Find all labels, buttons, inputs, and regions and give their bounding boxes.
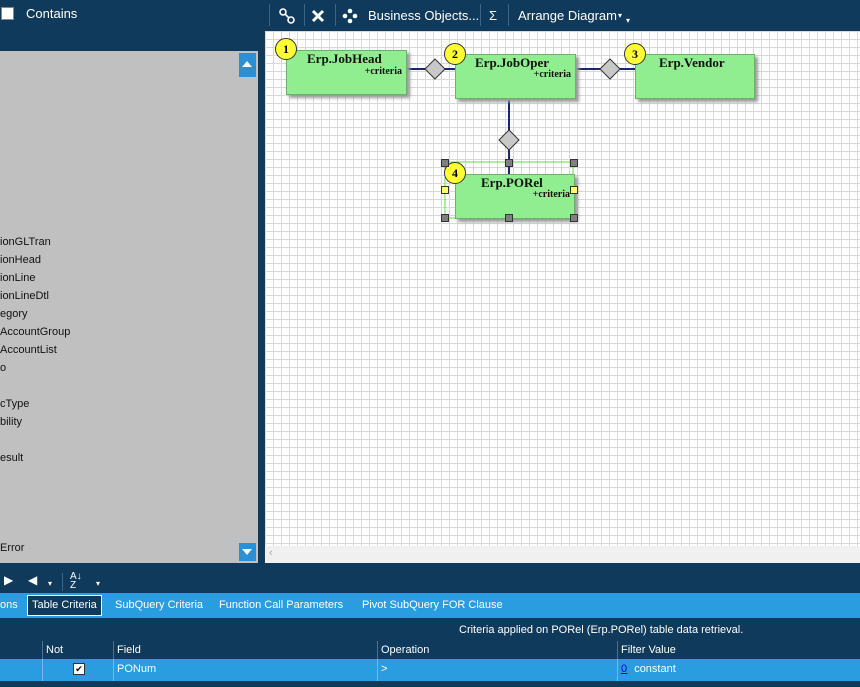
arrange-diagram-button[interactable]: Arrange Diagram ▾ ▾ [518, 0, 630, 31]
chevron-down-icon[interactable]: ▾ [48, 579, 53, 588]
sigma-button[interactable]: Σ [489, 0, 497, 31]
toolbar-separator [62, 573, 63, 591]
node-number-badge: 4 [444, 162, 466, 184]
next-arrow-icon[interactable]: ▶ [4, 573, 14, 587]
table-list-panel: ionGLTran ionHead ionLine ionLineDtl ego… [0, 51, 258, 563]
criteria-info-text: Criteria applied on PORel (Erp.PORel) ta… [459, 624, 744, 636]
not-cell: ✔ [42, 659, 116, 681]
contains-checkbox[interactable] [1, 7, 14, 20]
list-item[interactable]: ionHead [0, 254, 41, 266]
filter-value-cell[interactable]: 0 constant [617, 659, 860, 681]
toolbar-separator [304, 4, 305, 26]
node-erp-vendor[interactable]: Erp.Vendor [635, 54, 755, 99]
column-header-filter-value[interactable]: Filter Value [617, 641, 860, 659]
link-button[interactable] [278, 0, 298, 31]
scroll-left-icon[interactable]: ‹ [269, 547, 273, 559]
resize-handle[interactable] [505, 159, 513, 167]
horizontal-scrollbar[interactable]: ‹ [265, 546, 860, 563]
node-title: Erp.JobOper [475, 55, 550, 70]
criteria-nav-toolbar: ▶ ◀ ▾ A↓Z ▾ [0, 571, 860, 593]
chevron-down-icon[interactable]: ▾ [96, 579, 101, 588]
scroll-up-button[interactable] [239, 53, 256, 77]
node-criteria: +criteria [532, 189, 570, 200]
node-erp-joboper[interactable]: Erp.JobOper +criteria [455, 54, 576, 99]
field-cell[interactable]: PONum [113, 659, 379, 681]
list-item[interactable]: o [0, 362, 7, 374]
resize-handle[interactable] [570, 159, 578, 167]
list-item[interactable]: esult [0, 452, 24, 464]
toolbar-separator [335, 4, 336, 26]
tab-table-criteria[interactable]: Table Criteria [27, 595, 102, 616]
criteria-grid-header: Not Field Operation Filter Value [0, 641, 860, 659]
column-header-field[interactable]: Field [113, 641, 379, 659]
bottom-divider [0, 563, 860, 571]
criteria-info-bar: Criteria applied on PORel (Erp.PORel) ta… [0, 618, 860, 641]
filter-value-link[interactable]: 0 [621, 663, 628, 675]
node-number-badge: 2 [444, 43, 466, 65]
arrow-up-icon [242, 61, 252, 67]
list-item[interactable]: AccountGroup [0, 326, 71, 338]
resize-handle[interactable] [505, 214, 513, 222]
diagram-connectors [405, 58, 635, 219]
tab-relations[interactable]: ons [0, 599, 18, 611]
diagram-toolbar: Business Objects... Σ Arrange Diagram ▾ … [264, 0, 860, 31]
toolbar-separator [480, 4, 481, 26]
tab-function-call-parameters[interactable]: Function Call Parameters [219, 599, 344, 611]
table-row[interactable]: ✔ PONum > 0 constant [0, 659, 860, 681]
prev-arrow-icon[interactable]: ◀ [28, 573, 38, 587]
delete-button[interactable] [310, 0, 328, 31]
arrow-down-icon [242, 549, 252, 555]
node-erp-jobhead[interactable]: Erp.JobHead +criteria [286, 50, 407, 95]
column-header-not[interactable]: Not [42, 641, 116, 659]
tab-subquery-criteria[interactable]: SubQuery Criteria [115, 599, 204, 611]
panel-splitter[interactable] [258, 0, 264, 563]
resize-handle[interactable] [441, 214, 449, 222]
dropdown-icon: ▾ [618, 11, 623, 20]
list-item[interactable]: cType [0, 398, 30, 410]
node-number-badge: 3 [624, 43, 646, 65]
resize-handle[interactable] [441, 159, 449, 167]
node-title: Erp.Vendor [659, 55, 725, 70]
list-item[interactable]: bility [0, 416, 23, 428]
node-criteria: +criteria [533, 69, 571, 80]
business-objects-button[interactable]: Business Objects... [342, 0, 479, 31]
toolbar-separator [508, 4, 509, 26]
node-erp-porel[interactable]: Erp.PORel +criteria [455, 174, 575, 219]
arrange-diagram-label: Arrange Diagram [518, 8, 617, 23]
list-item[interactable]: AccountList [0, 344, 57, 356]
criteria-tab-bar: ons Table Criteria SubQuery Criteria Fun… [0, 593, 860, 618]
sigma-icon: Σ [489, 8, 498, 23]
diagram-canvas[interactable]: Erp.JobHead +criteria 1 Erp.JobOper +cri… [265, 31, 860, 546]
tab-pivot-subquery[interactable]: Pivot SubQuery FOR Clause [362, 599, 503, 611]
contains-label: Contains [26, 6, 78, 21]
not-checkbox[interactable]: ✔ [73, 663, 85, 675]
list-item[interactable]: Error [0, 542, 25, 554]
link-icon [279, 7, 295, 24]
node-title: Erp.JobHead [307, 51, 382, 66]
list-item[interactable]: egory [0, 308, 28, 320]
list-item[interactable]: ionLineDtl [0, 290, 49, 302]
bottom-strip [0, 681, 860, 687]
node-criteria: +criteria [364, 66, 402, 77]
column-header-operation[interactable]: Operation [377, 641, 617, 659]
list-item[interactable]: ionGLTran [0, 236, 51, 248]
toolbar-separator [269, 4, 270, 26]
list-item[interactable]: ionLine [0, 272, 36, 284]
close-icon [311, 9, 325, 22]
resize-handle[interactable] [570, 214, 578, 222]
filter-value-type: constant [634, 663, 676, 675]
scroll-down-button[interactable] [239, 543, 256, 561]
left-panel-header: Contains [0, 0, 258, 51]
chevron-down-icon: ▾ [626, 16, 631, 25]
node-title: Erp.PORel [481, 175, 543, 190]
business-objects-label: Business Objects... [368, 8, 480, 23]
resize-handle[interactable] [570, 186, 578, 194]
resize-handle[interactable] [441, 186, 449, 194]
sort-az-icon[interactable]: A↓Z [70, 571, 82, 591]
operation-cell[interactable]: > [377, 659, 617, 681]
node-number-badge: 1 [275, 38, 297, 60]
business-objects-icon [342, 8, 358, 23]
